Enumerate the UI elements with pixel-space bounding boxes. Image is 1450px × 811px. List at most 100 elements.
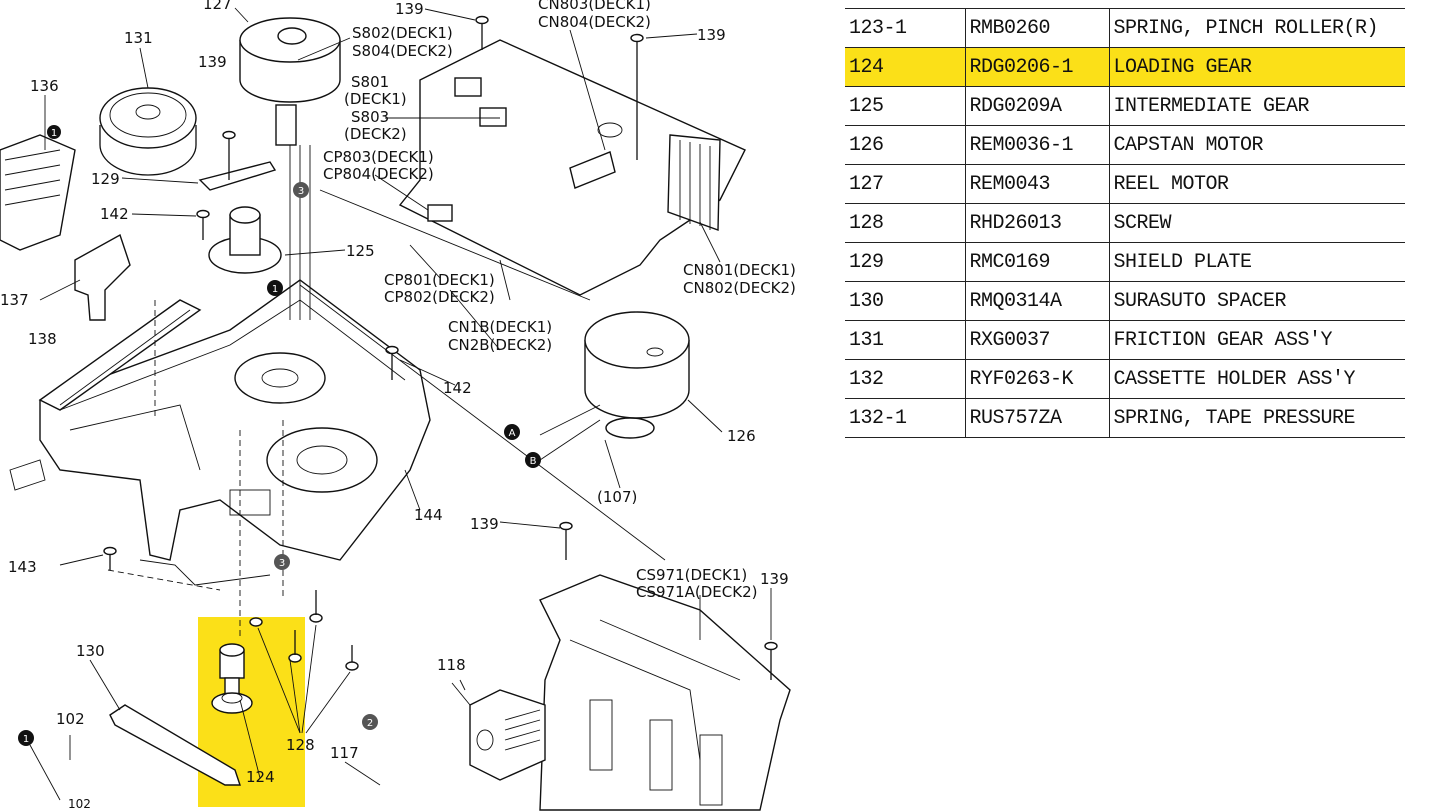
part-description-cell: SURASUTO SPACER	[1109, 281, 1405, 321]
part-number-cell: RHD26013	[965, 203, 1110, 243]
label-cn1b: CN1B(DECK1)	[448, 318, 552, 336]
label-138: 138	[28, 330, 57, 348]
part-description-cell: CAPSTAN MOTOR	[1109, 125, 1405, 165]
svg-text:B: B	[530, 456, 537, 467]
label-cn802: CN802(DECK2)	[683, 279, 796, 297]
ref-number-cell: 127	[845, 164, 966, 204]
label-143: 143	[8, 558, 37, 576]
ref-number-cell: 123-1	[845, 8, 966, 48]
label-130: 130	[76, 642, 105, 660]
label-129: 129	[91, 170, 120, 188]
label-cn2b: CN2B(DECK2)	[448, 336, 552, 354]
label-s804: S804(DECK2)	[352, 42, 453, 60]
friction-gear-131	[99, 87, 197, 176]
ref-number-cell: 129	[845, 242, 966, 282]
svg-text:A: A	[509, 428, 516, 439]
label-cs971a: CS971A(DECK2)	[636, 583, 757, 601]
marker-1c: 1	[18, 730, 34, 746]
marker-3a: 3	[293, 182, 309, 198]
part-number-cell: REM0036-1	[965, 125, 1110, 165]
marker-A: A	[504, 424, 520, 440]
label-cp803: CP803(DECK1)	[323, 148, 434, 166]
part-number-cell: REM0043	[965, 164, 1110, 204]
label-127: 127	[203, 0, 232, 13]
label-142-left: 142	[100, 205, 129, 223]
label-cp801: CP801(DECK1)	[384, 271, 495, 289]
label-102-lower: 102	[68, 797, 91, 811]
capstan-motor-126	[584, 311, 690, 439]
svg-text:1: 1	[23, 734, 29, 745]
label-cs971: CS971(DECK1)	[636, 566, 747, 584]
loading-gear-124	[211, 643, 253, 714]
marker-1b: 1	[267, 280, 283, 296]
part-number-cell: RDG0206-1	[965, 47, 1110, 87]
label-102: 102	[56, 710, 85, 728]
label-s803-deck: (DECK2)	[344, 125, 407, 143]
part-number-cell: RUS757ZA	[965, 398, 1110, 438]
label-139-top: 139	[395, 0, 424, 18]
label-136: 136	[30, 77, 59, 95]
part-number-cell: RYF0263-K	[965, 359, 1110, 399]
part-description-cell: FRICTION GEAR ASS'Y	[1109, 320, 1405, 360]
lower-pcb	[539, 574, 791, 811]
svg-text:1: 1	[51, 128, 57, 139]
marker-B: B	[525, 452, 541, 468]
label-142-right: 142	[443, 379, 472, 397]
solenoid-118	[469, 689, 546, 781]
ref-number-cell: 124	[845, 47, 966, 87]
label-117: 117	[330, 744, 359, 762]
label-139-br: 139	[760, 570, 789, 588]
svg-text:1: 1	[272, 284, 278, 295]
ref-number-cell: 125	[845, 86, 966, 126]
marker-3b: 3	[274, 554, 290, 570]
marker-1a: 1	[47, 125, 61, 139]
label-139-left: 139	[198, 53, 227, 71]
part-description-cell: LOADING GEAR	[1109, 47, 1405, 87]
svg-text:3: 3	[298, 186, 304, 197]
part-description-cell: SCREW	[1109, 203, 1405, 243]
part-number-cell: RXG0037	[965, 320, 1110, 360]
intermediate-gear-125	[208, 206, 282, 274]
part-description-cell: SPRING, TAPE PRESSURE	[1109, 398, 1405, 438]
ref-number-cell: 132-1	[845, 398, 966, 438]
part-number-cell: RMB0260	[965, 8, 1110, 48]
marker-2: 2	[362, 714, 378, 730]
ref-number-cell: 126	[845, 125, 966, 165]
part-description-cell: SPRING, PINCH ROLLER(R)	[1109, 8, 1405, 48]
label-107: (107)	[597, 488, 637, 506]
label-125: 125	[346, 242, 375, 260]
reel-motor-127	[239, 17, 341, 146]
label-s801: S801	[351, 73, 389, 91]
label-137: 137	[0, 291, 29, 309]
svg-text:3: 3	[279, 558, 285, 569]
part-description-cell: REEL MOTOR	[1109, 164, 1405, 204]
label-118: 118	[437, 656, 466, 674]
shield-plate-129	[198, 161, 277, 191]
ref-number-cell: 132	[845, 359, 966, 399]
label-144: 144	[414, 506, 443, 524]
part-number-cell: RMC0169	[965, 242, 1110, 282]
part-description-cell: CASSETTE HOLDER ASS'Y	[1109, 359, 1405, 399]
label-128: 128	[286, 736, 315, 754]
label-131: 131	[124, 29, 153, 47]
label-cp802: CP802(DECK2)	[384, 288, 495, 306]
ref-number-cell: 130	[845, 281, 966, 321]
label-139-right: 139	[697, 26, 726, 44]
part-number-cell: RMQ0314A	[965, 281, 1110, 321]
spacer-130	[109, 704, 241, 786]
label-s803: S803	[351, 108, 389, 126]
screws-128	[249, 590, 359, 671]
